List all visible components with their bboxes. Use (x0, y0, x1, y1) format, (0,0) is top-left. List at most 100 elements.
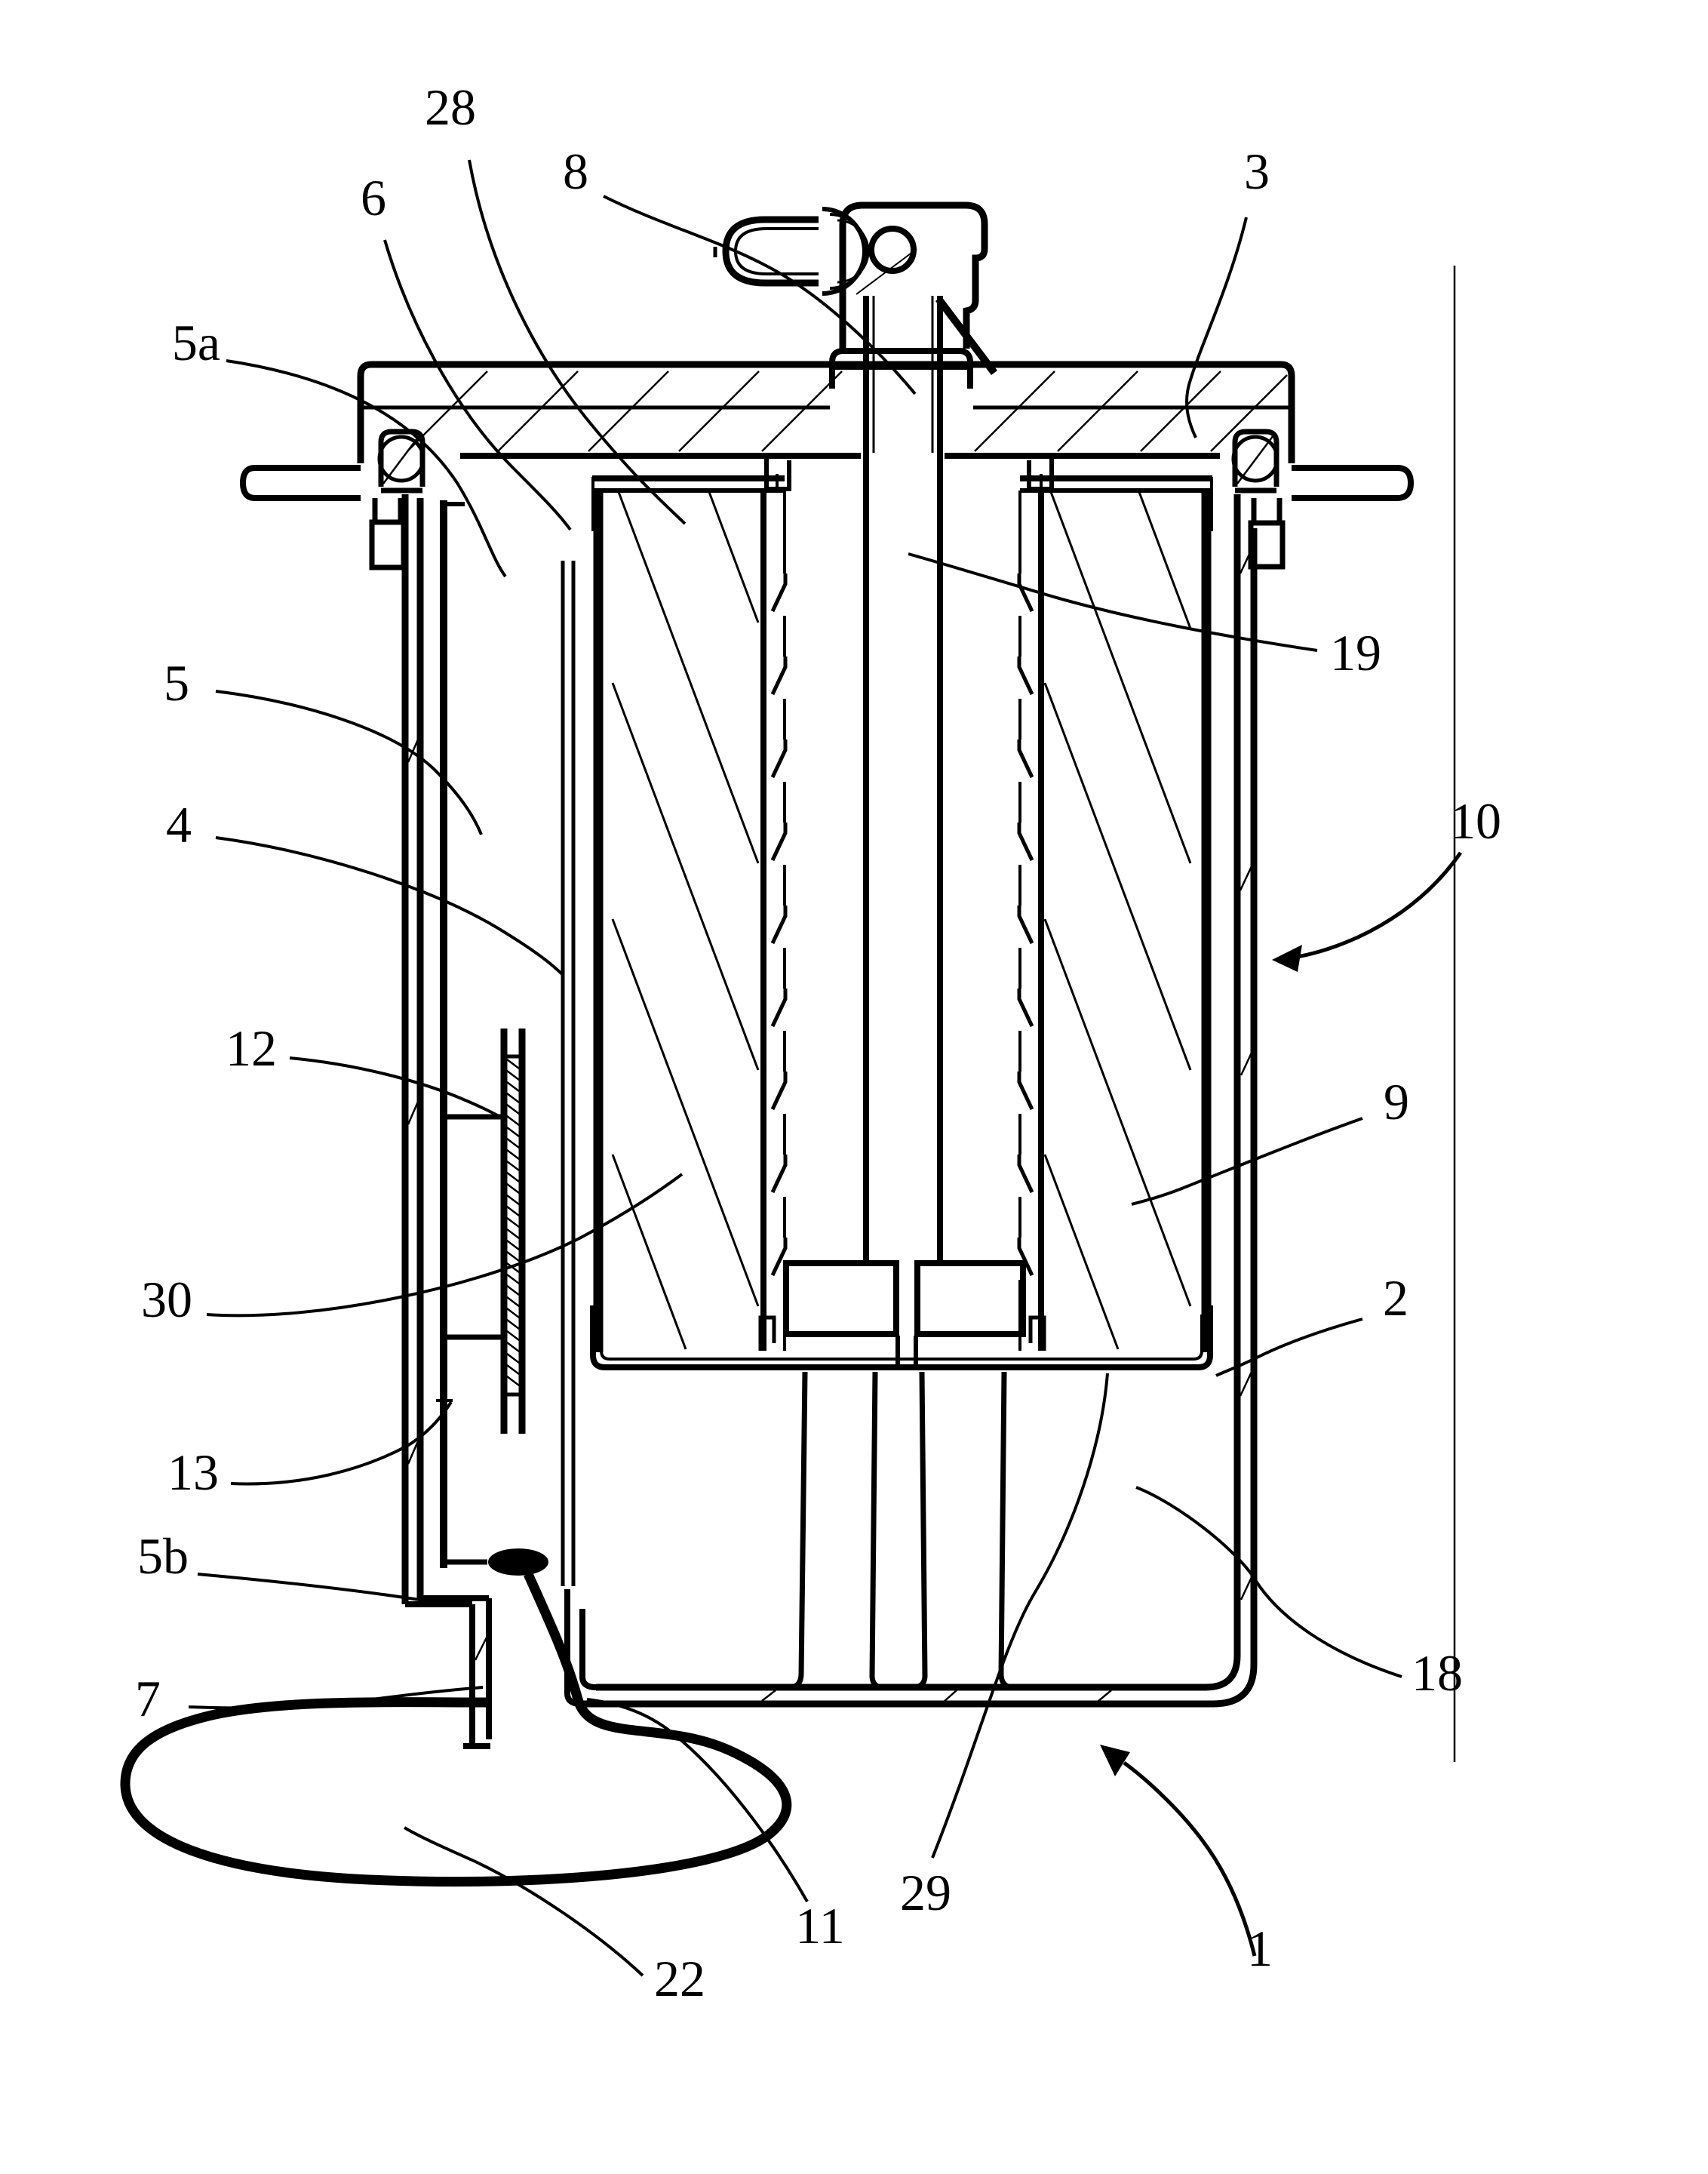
leader-9 (1131, 1117, 1363, 1206)
louver-slot (1014, 740, 1026, 782)
bottom-step (405, 1595, 489, 1607)
label-5: 5 (164, 654, 189, 712)
mounting-ear-left (239, 465, 361, 501)
sensor-grommet (488, 1548, 548, 1576)
heater-strip (500, 1029, 526, 1434)
label-3: 3 (1244, 143, 1270, 200)
filter-media-right (1043, 491, 1192, 1350)
heater-strip-caps (504, 1054, 522, 1397)
label-28: 28 (425, 78, 476, 136)
drain-spout-left-wall (463, 1598, 492, 1749)
leader-7 (188, 1686, 484, 1710)
port-bell-arc-2 (829, 213, 868, 290)
leader-8 (603, 195, 917, 395)
louver-slot (779, 1155, 791, 1197)
bottom-cap-hooks (758, 1315, 1046, 1351)
leader-1-arrow (1100, 1745, 1257, 1957)
fitting-hole (868, 226, 917, 274)
louver-slot (779, 657, 791, 699)
louver-slot (1014, 1155, 1026, 1197)
filter-bottom-cap (590, 1305, 1213, 1370)
label-18: 18 (1412, 1644, 1463, 1702)
fitting-hatch (856, 248, 917, 295)
oring-right-ring (1231, 435, 1279, 483)
louver-slot (1014, 573, 1026, 616)
lid-right-edge (1280, 361, 1295, 463)
label-5a: 5a (172, 314, 220, 371)
center-tube-walls (863, 296, 943, 1265)
container-wall-right-inner (1205, 494, 1241, 1691)
leader-3 (1185, 217, 1248, 438)
inlet-port-cap (722, 216, 819, 287)
leader-5 (215, 690, 483, 835)
label-8: 8 (563, 143, 588, 200)
label-1: 1 (1247, 1920, 1273, 1977)
label-9: 9 (1384, 1073, 1409, 1130)
leader-30 (206, 1173, 684, 1318)
label-19: 19 (1330, 624, 1381, 681)
label-11: 11 (795, 1897, 844, 1954)
oring-right-pocket (1232, 429, 1279, 494)
lid-oring-right (1231, 429, 1279, 494)
louver-flaps-left (770, 573, 788, 1277)
arrowhead-1 (1100, 1745, 1130, 1776)
center-tube-inner-lines (872, 296, 934, 453)
heater-strip-bars (500, 1029, 526, 1434)
port-bell-arc-3 (837, 219, 870, 284)
stem-outlet (895, 1336, 918, 1367)
louver-slot (779, 573, 791, 616)
leader-2 (1215, 1318, 1363, 1377)
fitting-bracket (839, 201, 988, 349)
louver-slot (779, 740, 791, 782)
leader-5b (197, 1573, 435, 1604)
label-22: 22 (654, 1950, 705, 2007)
label-4: 4 (166, 796, 192, 853)
leader-4 (215, 836, 564, 976)
louver-slot (1014, 657, 1026, 699)
oring-left-hatch (382, 435, 420, 484)
oring-left-pocket (378, 429, 425, 494)
leader-29 (931, 1373, 1109, 1859)
label-12: 12 (226, 1019, 277, 1077)
louver-slot (1014, 906, 1026, 948)
leader-22 (403, 1826, 644, 1977)
leader-18 (1135, 1486, 1402, 1678)
down-tube (561, 561, 576, 1586)
oring-right-hatch (1236, 435, 1274, 484)
filter-cartridge (590, 457, 1213, 1690)
louver-flaps-right (1017, 573, 1034, 1277)
oring-left-ring (377, 435, 425, 483)
leader-13 (230, 1401, 453, 1486)
funnel-legs (788, 1371, 1014, 1690)
louver-slot (1014, 1072, 1026, 1114)
leader-10 (1286, 851, 1463, 961)
label-30: 30 (141, 1271, 192, 1328)
wall-hatch-ticks (407, 549, 1254, 1703)
label-10: 10 (1450, 792, 1501, 850)
leader-28 (468, 159, 687, 525)
reference-numerals: 28 6 8 3 5a 5 4 12 30 13 5b 7 22 11 29 1… (135, 78, 1501, 2007)
louver-slot (779, 989, 791, 1031)
leader-5a (226, 359, 507, 578)
inner-liner (436, 500, 501, 1568)
louver-slots (770, 573, 1034, 1280)
leader-6 (383, 239, 572, 531)
louver-slot (779, 823, 791, 865)
cap-hanger-hooks (764, 457, 1054, 491)
cable-loop (120, 1572, 792, 1887)
label-2: 2 (1383, 1269, 1408, 1327)
leader-1 (1123, 1760, 1257, 1957)
leader-19 (908, 552, 1318, 652)
label-5b: 5b (137, 1527, 189, 1585)
filter-media-left (611, 491, 760, 1350)
lid-hatching (407, 371, 1288, 452)
mounting-ear-right (1292, 465, 1415, 501)
heater-strip-hatch (506, 1059, 520, 1386)
lid (239, 361, 1415, 570)
mounting-ear-left-slot (369, 498, 407, 570)
leader-10-arrow (1272, 851, 1463, 972)
lid-boss (829, 348, 973, 389)
louver-slot (1014, 823, 1026, 865)
liner-tie-bars (447, 1114, 501, 1340)
